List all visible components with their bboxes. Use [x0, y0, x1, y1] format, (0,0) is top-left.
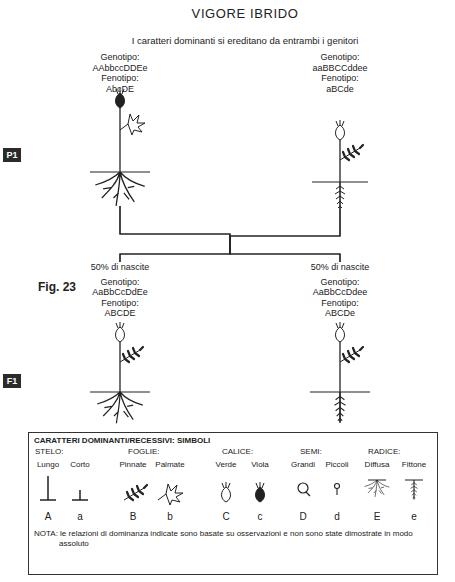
- trait-text: Genotipo: AaBbCcDdee: [313, 277, 368, 298]
- generation-tag: F1: [3, 374, 21, 388]
- legend-entry: Corto: [70, 461, 90, 470]
- leaf-symbol: [120, 114, 145, 135]
- offspring-plant: 50% di nasciteGenotipo: AaBbCcDdEeFenoti…: [70, 262, 170, 423]
- trait-text: Fenotipo: ABCDE: [101, 298, 139, 319]
- ratio-text: 50% di nascite: [70, 262, 170, 273]
- stem-symbol: [339, 140, 340, 182]
- root-symbol: [365, 480, 390, 497]
- plant-illustration: [90, 88, 150, 206]
- legend-entry: Lungo: [37, 461, 59, 470]
- calyx-symbol: [256, 482, 265, 502]
- legend-entry: Grandi: [291, 461, 315, 470]
- figure-number: Fig. 23: [38, 281, 76, 294]
- parent-plant: Genotipo: aaBBCCddeeFenotipo: aBCde: [290, 52, 390, 210]
- legend-entry: Palmate: [155, 461, 184, 470]
- leaf-symbol: [124, 485, 147, 500]
- diagram-title: VIGORE IBRIDO: [192, 6, 299, 21]
- seed-symbol: [306, 492, 310, 496]
- calyx-symbol: [336, 120, 345, 140]
- lineage-connector: [120, 206, 340, 262]
- ratio-text: 50% di nascite: [290, 262, 390, 273]
- allele-letter: D: [299, 511, 306, 522]
- allele-letter: d: [334, 511, 340, 522]
- trait-text: Fenotipo: AbcDE: [101, 73, 139, 94]
- lineage-connector: [120, 210, 340, 262]
- parent-plant: Genotipo: AAbbccDDEeFenotipo: AbcDE: [70, 52, 170, 206]
- legend-text: Grandi: [291, 461, 315, 470]
- allele-letter: c: [258, 511, 263, 522]
- allele-letter: E: [374, 511, 381, 522]
- note-text: NOTA: le relazioni di dominanza indicate…: [34, 529, 432, 549]
- leaf-symbol: [340, 347, 363, 362]
- seed-symbol: [335, 484, 340, 489]
- allele-letter: A: [45, 511, 52, 522]
- legend-text: Viola: [251, 461, 269, 470]
- category-name: STELO:: [35, 448, 63, 457]
- legend-text: Palmate: [155, 461, 184, 470]
- legend-text: Corto: [70, 461, 90, 470]
- root-symbol: [335, 392, 346, 423]
- leaf-symbol: [158, 484, 183, 505]
- legend-text: Pinnate: [119, 461, 146, 470]
- legend-text: Verde: [216, 461, 237, 470]
- trait-text: Genotipo: aaBBCCddee: [312, 52, 367, 73]
- seed-symbol: [298, 483, 308, 493]
- calyx-symbol: [336, 322, 345, 342]
- allele-letter: a: [77, 511, 83, 522]
- generation-label: P1: [3, 148, 21, 162]
- calyx-symbol: [222, 482, 231, 502]
- stem-symbol: [119, 108, 120, 172]
- category-name: RADICE:: [368, 448, 400, 457]
- stem-symbol: [119, 342, 120, 392]
- legend-text: Piccoli: [325, 461, 348, 470]
- stem-symbol: [40, 476, 56, 500]
- legend-entry: Fittone: [402, 461, 426, 470]
- legend-symbols: [40, 476, 423, 505]
- trait-text: Fenotipo: ABCDe: [321, 298, 359, 319]
- trait-text: Genotipo: AAbbccDDEe: [92, 52, 147, 73]
- offspring-plant: 50% di nasciteGenotipo: AaBbCcDdeeFenoti…: [290, 262, 390, 423]
- plant-illustration: [310, 322, 370, 423]
- legend-entry: Verde: [216, 461, 237, 470]
- lineage-connector: [120, 206, 230, 262]
- root-symbol: [411, 480, 418, 500]
- legend-entry: Diffusa: [365, 461, 390, 470]
- stem-symbol: [72, 490, 88, 500]
- allele-letter: B: [130, 511, 137, 522]
- legend-text: Lungo: [37, 461, 59, 470]
- legend-heading: CARATTERI DOMINANTI/RECESSIVI: SIMBOLI: [34, 436, 434, 446]
- generation-tag: P1: [3, 148, 21, 162]
- root-symbol: [335, 182, 345, 210]
- legend-entry: Piccoli: [325, 461, 348, 470]
- legend-entry: Pinnate: [119, 461, 146, 470]
- allele-letter: b: [167, 511, 173, 522]
- lineage-connector: [230, 210, 340, 262]
- legend-text: Fittone: [402, 461, 426, 470]
- subtitle: I caratteri dominanti si ereditano da en…: [132, 36, 359, 46]
- category-name: CALICE:: [222, 448, 253, 457]
- root-symbol: [95, 172, 144, 206]
- category-name: SEMI:: [300, 448, 322, 457]
- calyx-symbol: [116, 322, 125, 342]
- stem-symbol: [339, 342, 340, 392]
- plant-illustration: [90, 322, 150, 423]
- legend-text: Diffusa: [365, 461, 390, 470]
- seed-symbol: [336, 489, 337, 496]
- trait-text: Genotipo: AaBbCcDdEe: [92, 277, 148, 298]
- root-symbol: [97, 392, 143, 423]
- category-name: FOGLIE:: [128, 448, 160, 457]
- plant-illustration: [312, 120, 368, 210]
- legend-entry: Viola: [251, 461, 269, 470]
- trait-text: Fenotipo: aBCde: [321, 73, 359, 94]
- leaf-symbol: [340, 145, 363, 160]
- generation-label: F1: [3, 374, 21, 388]
- allele-letter: e: [411, 511, 417, 522]
- allele-letter: C: [222, 511, 229, 522]
- leaf-symbol: [120, 347, 143, 362]
